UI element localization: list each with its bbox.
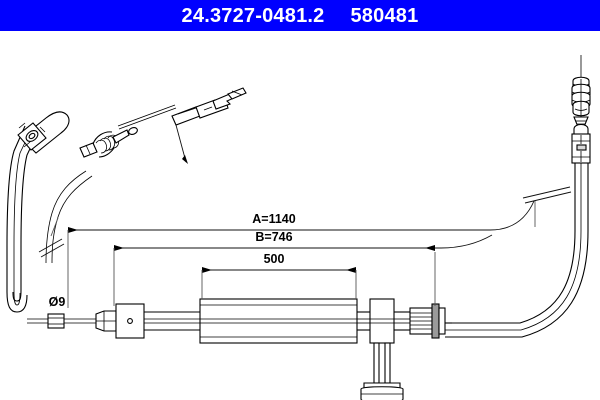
part-number-label: 24.3727-0481.2 [181, 4, 325, 27]
catalog-number-label: 580481 [350, 4, 419, 27]
dimension-a: A=1140 [67, 200, 535, 308]
ferrule-block [115, 303, 145, 339]
break-mark-left [38, 217, 65, 258]
spring-end-right [571, 55, 591, 164]
dimension-b-label: B=746 [255, 230, 292, 244]
dimension-diameter: Ø9 [49, 295, 66, 309]
threaded-adjuster [409, 303, 446, 339]
lower-cable-assembly [27, 298, 452, 344]
left-cable-bend [6, 125, 38, 313]
mounting-clamp-bracket [369, 298, 395, 344]
dimension-500-label: 500 [264, 252, 285, 266]
cable-technical-drawing: A=1140 B=746 500 [6, 55, 591, 400]
sheath-run-left [144, 311, 200, 331]
flat-terminal-clevis [171, 87, 247, 126]
drawing-area: A=1140 B=746 500 [0, 31, 600, 400]
right-cable-run [445, 161, 589, 338]
bellows-spring-section [79, 104, 177, 158]
sheath-run-right [394, 311, 410, 331]
dimension-b: B=746 [113, 230, 493, 306]
outer-sheath-tube [199, 298, 358, 344]
left-inner-cable [45, 170, 93, 264]
break-mark-right [522, 186, 572, 227]
terminal-leader-line [175, 124, 188, 164]
dimension-500: 500 [201, 252, 357, 299]
sheath-run-mid [357, 311, 370, 331]
title-bar: 24.3727-0481.2 580481 [0, 0, 600, 31]
dimension-diameter-label: Ø9 [49, 295, 66, 309]
rubber-grommet-mount [360, 342, 404, 400]
tapered-ferrule [95, 310, 117, 332]
eyelet-bracket-end [17, 111, 70, 154]
dimension-a-label: A=1140 [252, 212, 295, 226]
nipple-end-fitting [47, 313, 65, 329]
